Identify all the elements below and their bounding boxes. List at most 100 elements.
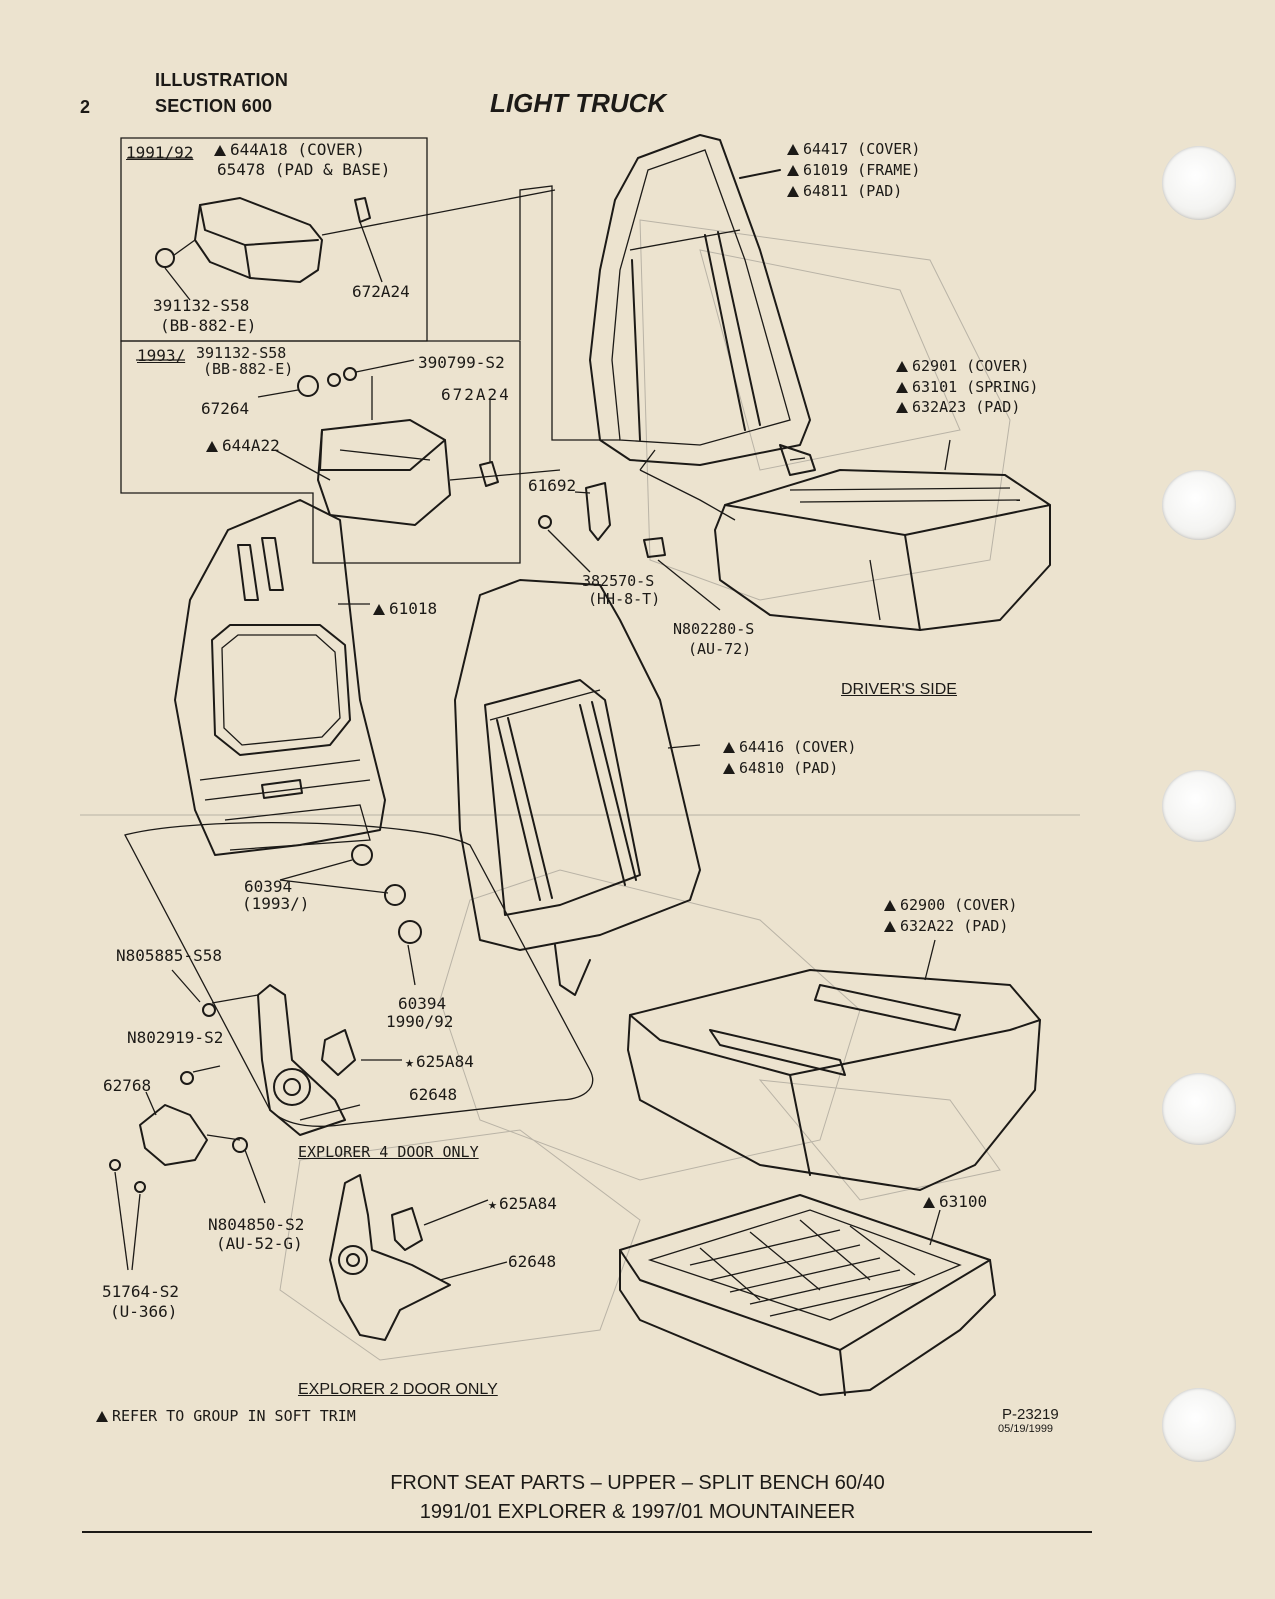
callout-N805885: N805885-S58	[116, 946, 222, 965]
soft-trim-triangle-icon	[884, 900, 896, 911]
binder-hole-5	[1162, 1388, 1236, 1462]
soft-trim-triangle-icon	[373, 604, 385, 615]
callout-625A84-a-text: 625A84	[416, 1052, 474, 1071]
soft-trim-triangle-icon	[923, 1197, 935, 1208]
callout-672A24-mid: 672A24	[441, 385, 511, 404]
soft-trim-triangle-icon	[896, 402, 908, 413]
callout-61018-text: 61018	[389, 599, 438, 618]
soft-trim-triangle-icon	[787, 186, 799, 197]
callout-64810-text: 64810 (PAD)	[739, 759, 839, 777]
callout-62648-a: 62648	[409, 1085, 458, 1104]
callout-BB882E-top: (BB-882-E)	[160, 316, 257, 335]
section-label: SECTION 600	[155, 96, 273, 116]
callout-64810: 64810 (PAD)	[723, 759, 838, 777]
callout-391132-top: 391132-S58	[153, 296, 250, 315]
callout-644A18: 644A18 (COVER)	[214, 140, 365, 159]
soft-trim-triangle-icon	[723, 763, 735, 774]
callout-N802919: N802919-S2	[127, 1028, 224, 1047]
callout-62768: 62768	[103, 1076, 152, 1095]
caption-line-1: FRONT SEAT PARTS – UPPER – SPLIT BENCH 6…	[390, 1472, 885, 1494]
soft-trim-triangle-icon	[896, 361, 908, 372]
callout-60394-b: 60394	[398, 994, 447, 1013]
soft-trim-note-text: REFER TO GROUP IN SOFT TRIM	[112, 1407, 356, 1425]
soft-trim-triangle-icon	[896, 382, 908, 393]
callout-63101-text: 63101 (SPRING)	[912, 378, 1039, 396]
binder-hole-3	[1162, 770, 1236, 842]
star-icon: ★	[405, 1053, 415, 1071]
page-number: 2	[80, 97, 91, 117]
callout-U366: (U-366)	[110, 1302, 178, 1321]
binder-hole-2	[1162, 470, 1236, 540]
callout-632A22-text: 632A22 (PAD)	[900, 917, 1009, 935]
callout-62901: 62901 (COVER)	[896, 357, 1029, 375]
illustration-label: ILLUSTRATION	[155, 70, 289, 90]
callout-391132-mid: 391132-S58	[196, 344, 287, 362]
callout-61019: 61019 (FRAME)	[787, 161, 920, 179]
revision-date: 05/19/1999	[998, 1423, 1054, 1435]
callout-62901-text: 62901 (COVER)	[912, 357, 1030, 375]
callout-64417: 64417 (COVER)	[787, 140, 920, 158]
callout-644A18-text: 644A18 (COVER)	[230, 140, 365, 159]
callout-64417-text: 64417 (COVER)	[803, 140, 921, 158]
callout-644A22: 644A22	[206, 436, 280, 455]
drivers-side-label: DRIVER'S SIDE	[841, 681, 957, 698]
callout-67264: 67264	[201, 399, 250, 418]
callout-62648-b: 62648	[508, 1252, 557, 1271]
callout-AU52G: (AU-52-G)	[216, 1234, 303, 1253]
callout-64416-text: 64416 (COVER)	[739, 738, 857, 756]
callout-672A24-top: 672A24	[352, 282, 410, 301]
soft-trim-triangle-icon	[214, 145, 226, 156]
soft-trim-triangle-icon	[787, 144, 799, 155]
callout-61692: 61692	[528, 476, 577, 495]
callout-N804850: N804850-S2	[208, 1215, 305, 1234]
callout-644A22-text: 644A22	[222, 436, 280, 455]
callout-65478: 65478 (PAD & BASE)	[217, 160, 391, 179]
callout-63100: 63100	[923, 1192, 987, 1211]
callout-625A84-b: ★625A84	[488, 1194, 557, 1213]
callout-62900: 62900 (COVER)	[884, 896, 1017, 914]
soft-trim-triangle-icon	[787, 165, 799, 176]
explorer-4-door-label: EXPLORER 4 DOOR ONLY	[298, 1143, 479, 1161]
callout-61019-text: 61019 (FRAME)	[803, 161, 921, 179]
soft-trim-triangle-icon	[206, 441, 218, 452]
binder-hole-1	[1162, 146, 1236, 220]
callout-60394-a: 60394	[244, 877, 293, 896]
part-reference: P-23219	[1002, 1406, 1059, 1423]
callout-BB882E-mid: (BB-882-E)	[203, 360, 294, 378]
callout-382570: 382570-S	[582, 572, 655, 590]
explorer-2-door-label: EXPLORER 2 DOOR ONLY	[298, 1381, 498, 1398]
callout-632A22: 632A22 (PAD)	[884, 917, 1008, 935]
ghost-background	[80, 219, 1080, 1361]
soft-trim-triangle-icon	[884, 921, 896, 932]
inset-year-1993: 1993/	[137, 346, 186, 365]
soft-trim-note: REFER TO GROUP IN SOFT TRIM	[96, 1407, 356, 1425]
star-icon: ★	[488, 1195, 498, 1213]
callout-625A84-a: ★625A84	[405, 1052, 474, 1071]
caption-line-2: 1991/01 EXPLORER & 1997/01 MOUNTAINEER	[419, 1501, 856, 1523]
callout-63101: 63101 (SPRING)	[896, 378, 1038, 396]
callout-625A84-b-text: 625A84	[499, 1194, 557, 1213]
inset-year-1991-92: 1991/92	[126, 143, 194, 162]
callout-632A23: 632A23 (PAD)	[896, 398, 1020, 416]
callout-60394-1993: (1993/)	[242, 894, 310, 913]
callout-60394-1990-92: 1990/92	[386, 1012, 454, 1031]
soft-trim-triangle-icon	[96, 1411, 108, 1422]
inset-box-1993	[120, 340, 521, 564]
page-title: LIGHT TRUCK	[490, 88, 667, 118]
callout-N802280: N802280-S	[673, 620, 755, 638]
binder-hole-4	[1162, 1073, 1236, 1145]
callout-64416: 64416 (COVER)	[723, 738, 856, 756]
callout-63100-text: 63100	[939, 1192, 988, 1211]
callout-AU72: (AU-72)	[688, 640, 752, 658]
callout-61018: 61018	[373, 599, 437, 618]
callout-64811-text: 64811 (PAD)	[803, 182, 903, 200]
callout-64811: 64811 (PAD)	[787, 182, 902, 200]
callout-51764: 51764-S2	[102, 1282, 180, 1301]
callout-HH8T: (HH-8-T)	[588, 590, 661, 608]
callout-62900-text: 62900 (COVER)	[900, 896, 1018, 914]
footer-rule	[82, 1531, 1092, 1533]
callout-632A23-text: 632A23 (PAD)	[912, 398, 1021, 416]
soft-trim-triangle-icon	[723, 742, 735, 753]
